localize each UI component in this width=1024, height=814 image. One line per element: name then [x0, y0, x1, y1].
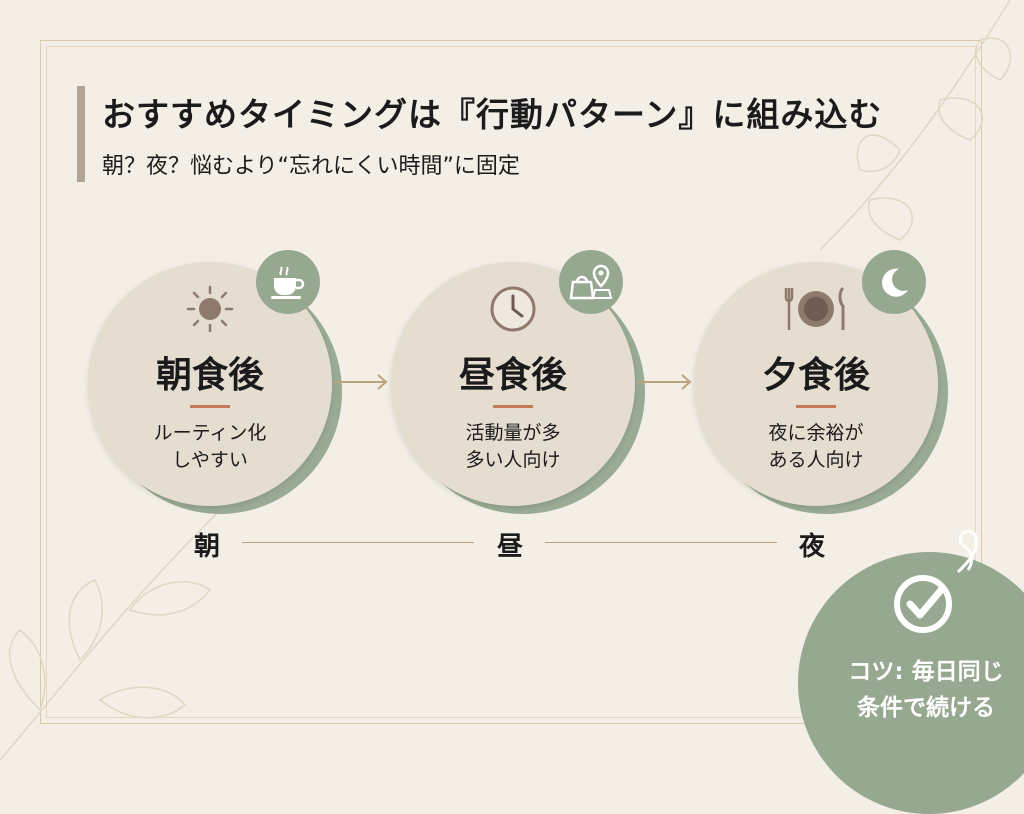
- outer-frame: [40, 40, 982, 724]
- leaf-decoration-top-right: [819, 0, 1011, 251]
- card-description: 夜に余裕がある人向け: [694, 420, 938, 474]
- card-label: 朝食後: [155, 355, 264, 396]
- title-accent-bar: [77, 86, 85, 182]
- card-label: 夕食後: [761, 355, 870, 396]
- card-description: 活動量が多多い人向け: [391, 420, 635, 474]
- page-title: おすすめタイミングは『行動パターン』に組み込む: [102, 95, 883, 134]
- timeline-night: 夜: [799, 532, 826, 562]
- desc-line: しやすい: [172, 449, 248, 471]
- sun-icon: [186, 285, 234, 333]
- timeline-morning: 朝: [194, 532, 221, 562]
- timeline-line: [242, 542, 474, 543]
- inner-frame: [46, 46, 976, 718]
- card-divider: [493, 405, 533, 408]
- moon-icon: [862, 250, 926, 314]
- plate-cutlery-icon: [784, 286, 845, 330]
- card-divider: [190, 405, 230, 408]
- tip-line: 条件で続ける: [857, 695, 995, 721]
- check-circle-icon: [894, 529, 978, 633]
- arrow-right-icon: [334, 374, 388, 390]
- desc-line: 多い人向け: [465, 449, 561, 471]
- coffee-cup-icon: [256, 250, 320, 314]
- clock-icon: [490, 286, 536, 332]
- card-label: 昼食後: [458, 355, 567, 396]
- tip-line: コツ: 毎日同じ: [848, 659, 1004, 685]
- page-subtitle: 朝？夜？悩むより“忘れにくい時間”に固定: [102, 154, 520, 179]
- leaf-decoration-bottom-left: [0, 509, 221, 761]
- card-breakfast: 朝食後 ルーティン化しやすい: [88, 250, 342, 514]
- arrow-right-icon: [638, 374, 692, 390]
- desc-line: ある人向け: [768, 449, 864, 471]
- card-description: ルーティン化しやすい: [88, 420, 332, 474]
- bag-location-icon: [559, 250, 623, 314]
- desc-line: ルーティン化: [153, 422, 267, 444]
- desc-line: 夜に余裕が: [768, 422, 864, 444]
- timeline-line: [545, 542, 777, 543]
- card-divider: [796, 405, 836, 408]
- tip-text: コツ: 毎日同じ 条件で続ける: [826, 654, 1024, 726]
- timeline-noon: 昼: [497, 532, 524, 562]
- card-lunch: 昼食後 活動量が多多い人向け: [391, 250, 645, 514]
- desc-line: 活動量が多: [465, 422, 561, 444]
- card-dinner: 夕食後 夜に余裕がある人向け: [694, 250, 948, 514]
